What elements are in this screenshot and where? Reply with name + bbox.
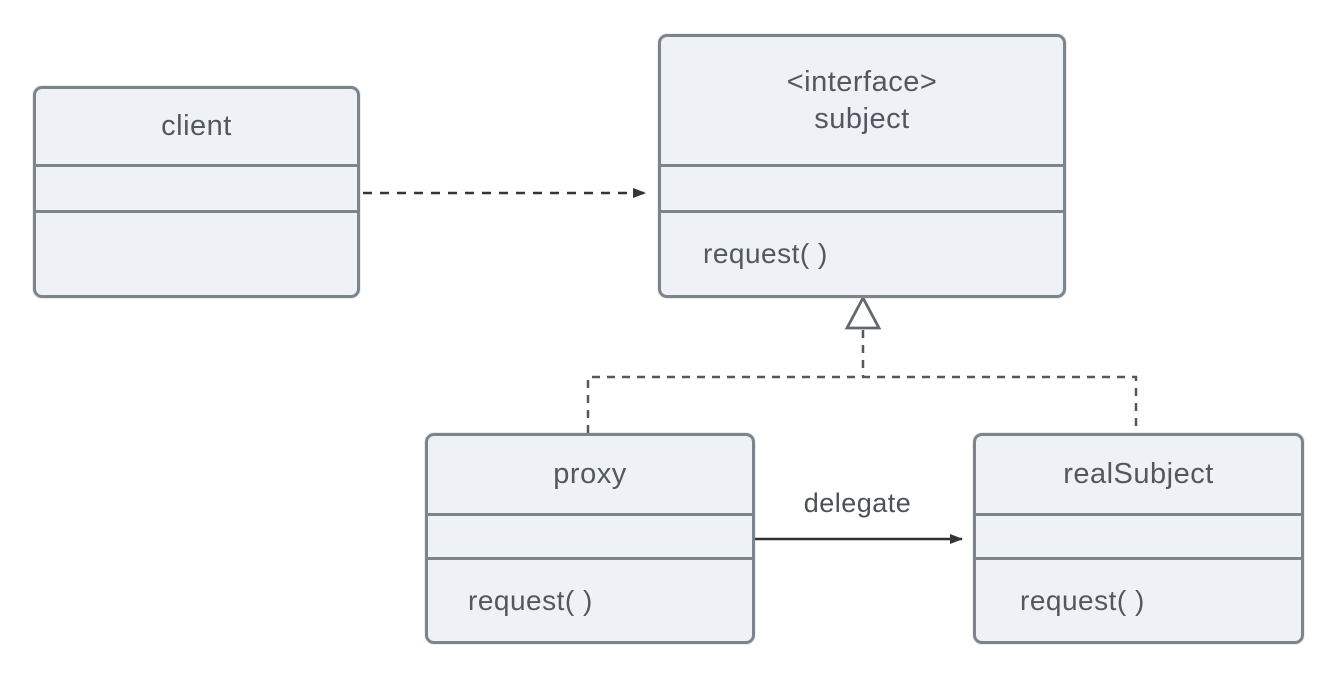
class-box-subject: <interface> subject request( ) [658,34,1066,298]
class-title: <interface> subject [661,37,1063,164]
operation-label: request( ) [468,584,593,616]
realization-dashed-line [586,330,1138,433]
class-attributes-compartment [976,513,1301,557]
class-operations-compartment: request( ) [428,557,752,641]
class-operations-compartment: request( ) [976,557,1301,641]
operation-label: request( ) [1020,584,1145,616]
stereotype-label: <interface> [786,66,938,99]
class-name-label: subject [814,102,910,135]
delegate-label: delegate [803,488,912,518]
class-attributes-compartment [428,513,752,557]
class-title: client [161,110,232,143]
class-box-proxy: proxy request( ) [425,433,755,644]
class-operations-compartment: request( ) [661,210,1063,295]
class-title: realSubject [1063,458,1214,491]
realization-triangle-icon [844,295,882,330]
class-attributes-compartment [661,164,1063,210]
class-box-real-subject: realSubject request( ) [973,433,1304,644]
class-box-client: client [33,86,360,298]
class-attributes-compartment [36,164,357,210]
operation-label: request( ) [703,238,828,269]
class-operations-compartment [36,210,357,295]
class-title: proxy [553,458,627,491]
